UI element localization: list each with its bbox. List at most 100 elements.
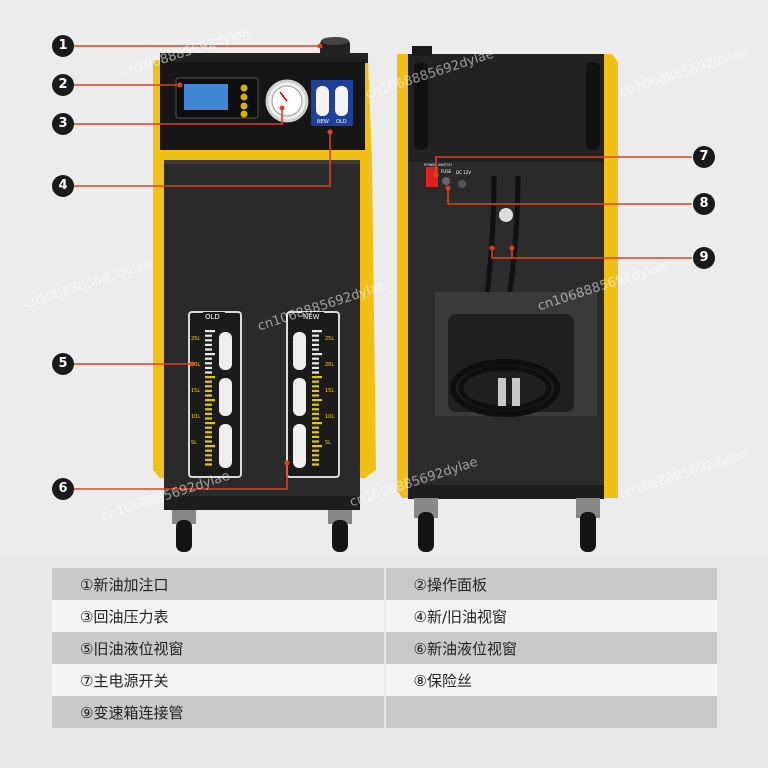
level-tick: [205, 454, 212, 457]
new-scale-10: 10L: [325, 414, 334, 420]
level-tick: [205, 435, 212, 438]
product-photo: NEW OLD OLD NEW 25L 20L 15L 10L 5L 25L 2…: [22, 24, 750, 552]
old-window-label: OLD: [205, 313, 220, 321]
level-tick: [205, 353, 215, 356]
new-level-bars: [312, 330, 322, 466]
level-tick: [312, 394, 319, 397]
level-tick: [205, 403, 212, 406]
level-tick: [312, 371, 319, 374]
parts-legend: ①新油加注口 ②操作面板 ③回油压力表 ④新/旧油视窗 ⑤旧油液位视窗 ⑥新油液…: [52, 568, 717, 728]
legend-row: ①新油加注口 ②操作面板: [52, 568, 717, 600]
level-tick: [205, 412, 212, 415]
old-view-label: OLD: [336, 119, 347, 125]
legend-row: ⑦主电源开关 ⑧保险丝: [52, 664, 717, 696]
new-scale-25: 25L: [325, 336, 334, 342]
level-tick: [205, 408, 212, 411]
front-machine: NEW OLD OLD NEW 25L 20L 15L 10L 5L 25L 2…: [153, 37, 376, 552]
legend-item-8: ⑧保险丝: [383, 664, 717, 696]
callout-3: 3: [52, 113, 74, 135]
level-tick: [205, 366, 212, 369]
callout-1: 1: [52, 35, 74, 57]
level-tick: [312, 445, 322, 448]
new-scale-5: 5L: [325, 440, 331, 446]
callout-lines: [74, 45, 692, 490]
legend-row: ⑤旧油液位视窗 ⑥新油液位视窗: [52, 632, 717, 664]
legend-item-1: ①新油加注口: [52, 568, 385, 600]
callout-7: 7: [693, 146, 715, 168]
level-tick: [312, 343, 319, 346]
fuse-label: FUSE: [441, 169, 452, 174]
level-tick: [312, 412, 319, 415]
level-tick: [205, 389, 212, 392]
level-tick: [205, 431, 212, 434]
level-tick: [205, 440, 212, 443]
level-tick: [205, 449, 212, 452]
level-tick: [205, 445, 215, 448]
old-scale-10: 10L: [191, 414, 200, 420]
legend-item-5: ⑤旧油液位视窗: [52, 632, 385, 664]
new-scale-15: 15L: [325, 388, 334, 394]
level-tick: [312, 440, 319, 443]
legend-item-7: ⑦主电源开关: [52, 664, 385, 696]
old-scale-20: 20L: [191, 362, 200, 368]
level-tick: [205, 463, 212, 466]
level-tick: [205, 348, 212, 351]
legend-row: ③回油压力表 ④新/旧油视窗: [52, 600, 717, 632]
legend-item-empty: [383, 696, 717, 728]
level-tick: [205, 399, 215, 402]
level-tick: [205, 417, 212, 420]
level-tick: [205, 339, 212, 342]
legend-item-2: ②操作面板: [383, 568, 717, 600]
level-tick: [312, 362, 319, 365]
legend-item-9: ⑨变速箱连接管: [52, 696, 385, 728]
old-level-bars: [205, 330, 215, 466]
level-tick: [205, 394, 212, 397]
old-scale-25: 25L: [191, 336, 200, 342]
level-tick: [312, 380, 319, 383]
level-tick: [312, 431, 319, 434]
level-tick: [312, 389, 319, 392]
level-tick: [312, 353, 322, 356]
level-tick: [205, 330, 215, 333]
machine-illustration: NEW OLD OLD NEW 25L 20L 15L 10L 5L 25L 2…: [74, 37, 692, 552]
old-scale-5: 5L: [191, 440, 197, 446]
level-tick: [312, 366, 319, 369]
level-tick: [205, 334, 212, 337]
callout-dots: [177, 43, 515, 466]
level-tick: [312, 339, 319, 342]
level-tick: [312, 399, 322, 402]
level-tick: [312, 422, 322, 425]
callout-8: 8: [693, 193, 715, 215]
level-tick: [312, 435, 319, 438]
level-tick: [312, 357, 319, 360]
level-tick: [312, 330, 322, 333]
callout-6: 6: [52, 478, 74, 500]
old-scale-15: 15L: [191, 388, 200, 394]
new-window-label: NEW: [303, 313, 320, 321]
dc-label: DC 12V: [456, 170, 471, 175]
callout-2: 2: [52, 74, 74, 96]
level-tick: [312, 454, 319, 457]
level-tick: [312, 385, 319, 388]
level-tick: [312, 417, 319, 420]
level-tick: [312, 376, 322, 379]
legend-item-6: ⑥新油液位视窗: [383, 632, 717, 664]
level-tick: [205, 371, 212, 374]
level-tick: [312, 449, 319, 452]
level-tick: [205, 357, 212, 360]
power-switch-label: POWER SWITCH: [424, 163, 452, 167]
level-tick: [205, 422, 215, 425]
level-tick: [312, 408, 319, 411]
callout-4: 4: [52, 175, 74, 197]
level-tick: [205, 343, 212, 346]
level-tick: [205, 362, 212, 365]
level-tick: [312, 403, 319, 406]
new-scale-20: 20L: [325, 362, 334, 368]
level-tick: [312, 458, 319, 461]
callout-9: 9: [693, 247, 715, 269]
level-tick: [205, 380, 212, 383]
new-view-label: NEW: [317, 119, 329, 125]
level-tick: [205, 376, 215, 379]
level-tick: [205, 426, 212, 429]
legend-item-4: ④新/旧油视窗: [383, 600, 717, 632]
